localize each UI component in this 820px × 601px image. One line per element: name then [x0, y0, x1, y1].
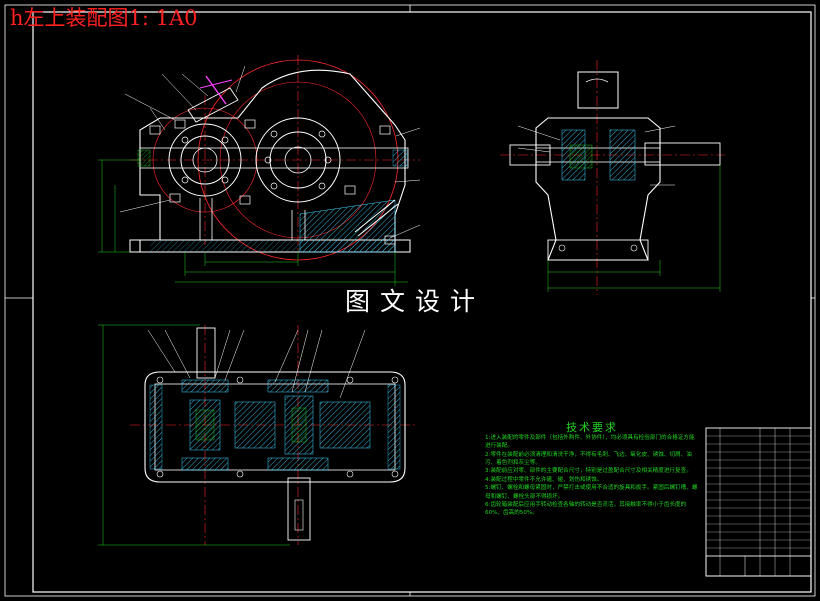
plan-view [98, 324, 415, 546]
front-view [98, 55, 421, 286]
requirement-item: 5:螺钉、螺栓和螺母紧固时，严禁打击或使用不合适的旋具和扳手。紧固后螺钉槽、螺母… [485, 485, 698, 500]
requirement-item: 2:零件在装配前必须清理和清洗干净，不得有毛刺、飞边、氧化皮、锈蚀、切屑、油污、… [485, 451, 692, 466]
requirements-list: 1:进入装配的零件及部件（包括外购件、外协件），均必须具有检验部门的合格证方能进… [485, 434, 700, 518]
requirement-item: 4:装配过程中零件不允许磕、碰、划伤和锈蚀。 [485, 476, 603, 483]
title-block [705, 427, 812, 577]
side-view [500, 60, 725, 295]
drawing-frame [4, 4, 816, 597]
drawing-title: h左上装配图1: 1A0 [10, 6, 198, 30]
drawing-caption: 图文设计 [344, 287, 485, 316]
requirement-item: 3:装配前应对零、部件的主要配合尺寸，特别是过盈配合尺寸及相关精度进行复查。 [485, 468, 692, 475]
requirement-item: 1:进入装配的零件及部件（包括外购件、外协件），均必须具有检验部门的合格证方能进… [485, 435, 695, 450]
requirement-item: 6:齿轮箱装配后应用手转动检查各轴的转动是否灵活，其接触率不得小于齿长度的60%… [485, 502, 687, 517]
requirements-heading: 技术要求 [566, 421, 618, 434]
